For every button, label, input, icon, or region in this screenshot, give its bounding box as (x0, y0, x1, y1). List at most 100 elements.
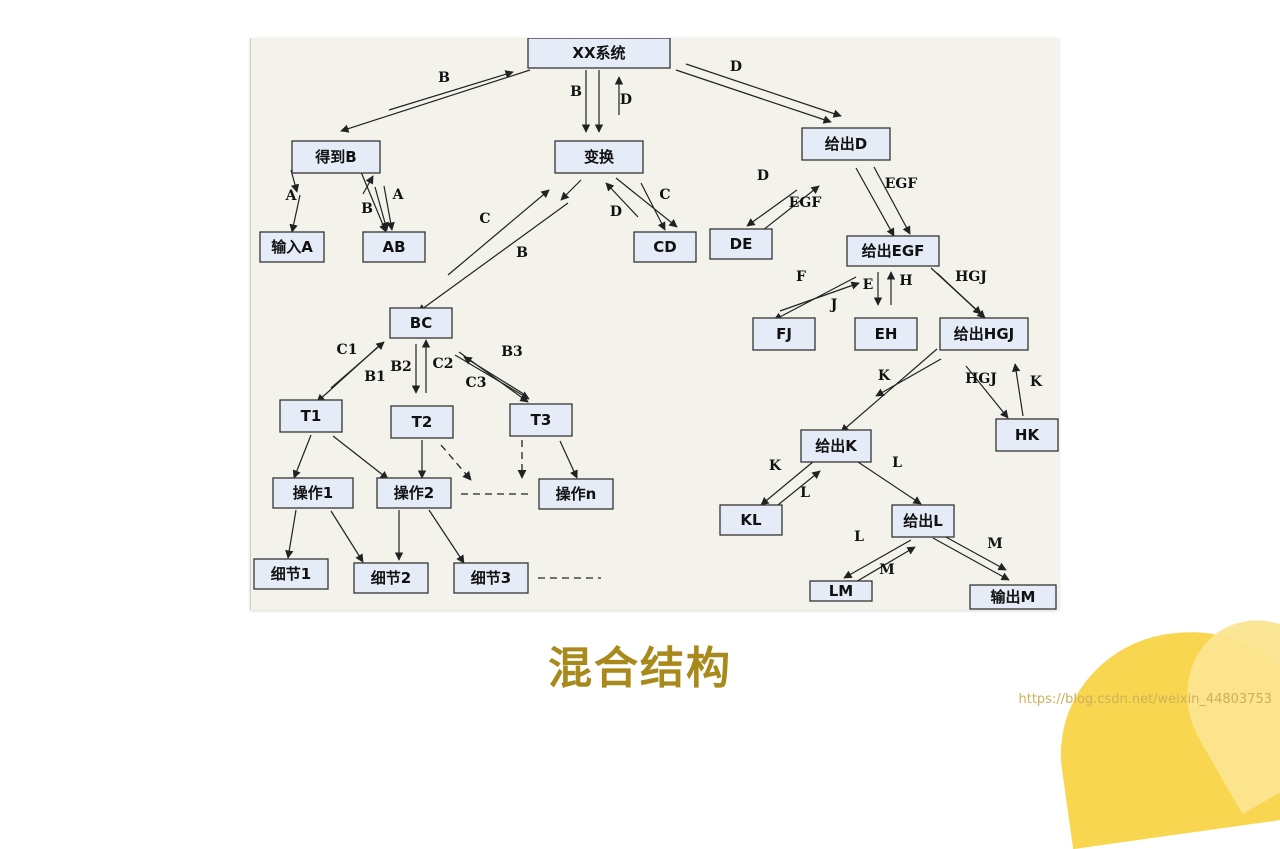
node-box (995, 418, 1059, 452)
node-box (752, 317, 816, 351)
node-box (509, 403, 573, 437)
edge-label: K (769, 458, 782, 474)
edge-label: H (899, 273, 912, 289)
node-box (376, 477, 452, 509)
node-label: DE (730, 235, 753, 253)
edge-label: J (829, 297, 838, 313)
edge-label: L (892, 455, 902, 471)
edge-label: E (863, 277, 874, 293)
node-label: 给出L (903, 512, 943, 530)
node-box (554, 140, 644, 174)
connector-arrow (417, 202, 569, 313)
connector-arrow (374, 186, 390, 231)
node-label: BC (410, 314, 432, 332)
connector-arrow (332, 435, 389, 480)
node-label: 操作1 (293, 484, 333, 502)
connector-arrow (388, 70, 514, 111)
edge-label: M (987, 536, 1003, 552)
edge-label: B2 (390, 359, 412, 375)
node-ab: AB (362, 231, 426, 263)
node-outm: 输出M (969, 584, 1057, 610)
connector-arrow (840, 348, 938, 433)
node-op2: 操作2 (376, 477, 452, 509)
node-inputa: 输入A (259, 231, 325, 263)
connector-arrow (875, 358, 942, 397)
node-gived: 给出D (801, 127, 891, 161)
edge-label: F (796, 269, 806, 285)
edge-label: HGJ (965, 371, 997, 387)
edge-label: EGF (885, 176, 918, 192)
node-box (353, 562, 429, 594)
node-box (259, 231, 325, 263)
connector-arrow (463, 356, 528, 397)
connector-arrow (757, 185, 820, 235)
edge-label: C2 (433, 356, 454, 372)
edge-label: B1 (364, 369, 386, 385)
node-box (389, 307, 453, 339)
node-label: T2 (412, 413, 433, 431)
node-box (854, 317, 918, 351)
node-box (453, 562, 529, 594)
node-t3: T3 (509, 403, 573, 437)
node-box (719, 504, 783, 536)
node-box (253, 558, 329, 590)
edge-label: K (878, 368, 891, 384)
connector-arrow (853, 546, 916, 584)
connector-arrow (685, 63, 842, 118)
node-label: 给出HGJ (954, 325, 1014, 343)
node-detail3: 细节3 (453, 562, 529, 594)
node-lm: LM (809, 580, 873, 602)
connector-arrow (289, 194, 301, 233)
connector-arrow (943, 535, 1007, 571)
node-eh: EH (854, 317, 918, 351)
connector-arrow (292, 434, 312, 479)
edge-label: K (1030, 374, 1043, 390)
node-op1: 操作1 (272, 477, 354, 509)
node-t1: T1 (279, 399, 343, 433)
node-box (709, 228, 773, 260)
connector-arrow (873, 166, 911, 235)
edge-label: B3 (501, 344, 523, 360)
connector-arrow (447, 189, 550, 276)
connector-arrow (746, 189, 798, 227)
node-label: AB (382, 238, 405, 256)
node-box (800, 429, 872, 463)
connector-arrow (440, 444, 472, 481)
connector-arrow (932, 537, 1010, 581)
connector-arrow (362, 175, 374, 195)
node-opn: 操作n (538, 478, 614, 510)
watermark-text: https://blog.csdn.net/weixin_44803753 (1018, 692, 1272, 707)
node-label: 输入A (271, 238, 313, 256)
node-box (969, 584, 1057, 610)
edge-label: B (361, 201, 373, 217)
node-givek: 给出K (800, 429, 872, 463)
node-label: LM (829, 582, 854, 600)
node-box (939, 317, 1029, 351)
node-box (279, 399, 343, 433)
node-label: 给出D (825, 135, 867, 153)
node-box (272, 477, 354, 509)
node-givehgj: 给出HGJ (939, 317, 1029, 351)
node-t2: T2 (390, 405, 454, 439)
node-givel: 给出L (891, 504, 955, 538)
connector-arrow (1011, 363, 1024, 417)
node-label: 细节2 (371, 569, 411, 587)
connector-arrow (615, 177, 678, 228)
node-detail1: 细节1 (253, 558, 329, 590)
node-cd: CD (633, 231, 697, 263)
node-getb: 得到B (291, 140, 381, 174)
node-label: HK (1015, 426, 1041, 444)
edge-label: B (516, 245, 528, 261)
node-bc: BC (389, 307, 453, 339)
edge-label: D (620, 92, 632, 108)
edge-label: B (438, 70, 450, 86)
node-box (633, 231, 697, 263)
node-kl: KL (719, 504, 783, 536)
node-xx: XX系统 (527, 38, 671, 69)
edge-label: C (479, 211, 490, 227)
connector-arrow (855, 167, 895, 237)
connector-arrow (965, 365, 1009, 419)
edge-label: HGJ (955, 269, 987, 285)
